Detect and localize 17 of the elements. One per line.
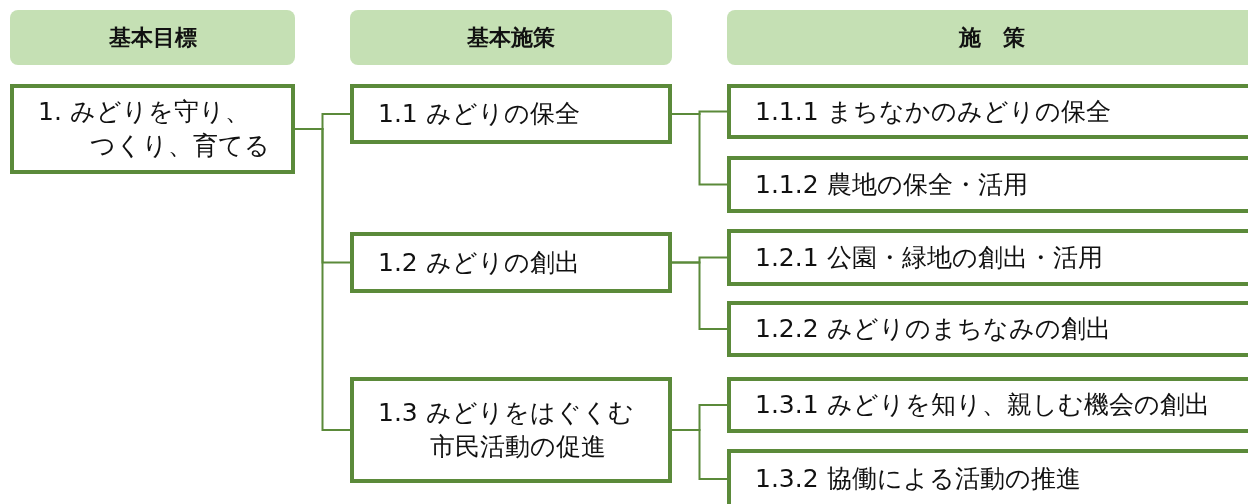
- item-box: 1. みどりを守り、つくり、育てる: [10, 84, 295, 174]
- connector-line: [671, 261, 728, 330]
- item-box: 1.1.1 まちなかのみどりの保全: [727, 84, 1248, 139]
- column-header: 基本施策: [350, 10, 672, 65]
- item-box: 1.2 みどりの創出: [350, 232, 672, 293]
- item-box: 1.2.2 みどりのまちなみの創出: [727, 301, 1248, 357]
- item-box: 1.3.2 協働による活動の推進: [727, 449, 1248, 504]
- connector-line: [671, 113, 728, 186]
- connector-line: [294, 128, 351, 431]
- item-box: 1.3 みどりをはぐくむ市民活動の促進: [350, 377, 672, 483]
- column-header: 基本目標: [10, 10, 295, 65]
- column-header: 施 策: [727, 10, 1248, 65]
- connector-line: [671, 429, 728, 480]
- item-box: 1.1 みどりの保全: [350, 84, 672, 144]
- item-box: 1.3.1 みどりを知り、親しむ機会の創出: [727, 377, 1248, 433]
- item-box: 1.2.1 公園・緑地の創出・活用: [727, 229, 1248, 286]
- item-box: 1.1.2 農地の保全・活用: [727, 156, 1248, 213]
